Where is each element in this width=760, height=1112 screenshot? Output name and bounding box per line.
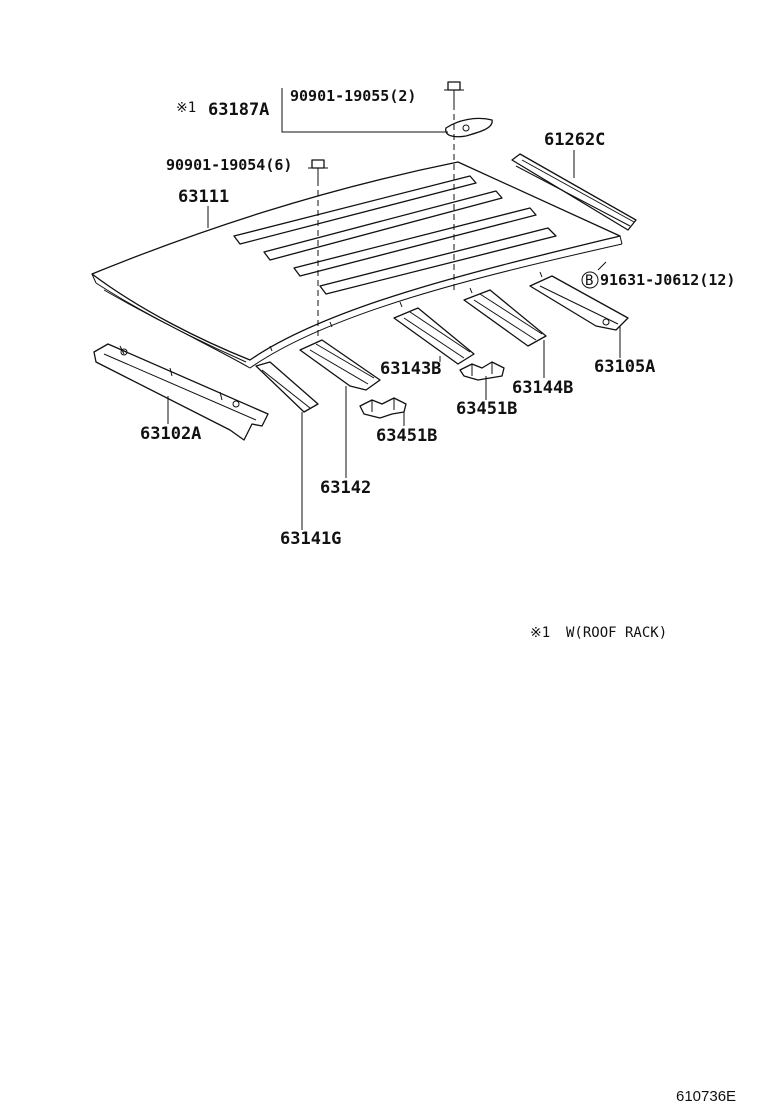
roof-bow-63143b — [393, 307, 475, 365]
label-63141g: 63141G — [280, 529, 341, 549]
label-63451b-right: 63451B — [456, 399, 517, 419]
label-63144b: 63144B — [512, 378, 573, 398]
bolt-90901-19054-icon — [308, 159, 328, 180]
roof-bow-63141g — [255, 361, 319, 413]
footnote-text: W(ROOF RACK) — [566, 625, 667, 641]
front-header-63102a — [93, 343, 269, 441]
mark-1-label: ※1 — [176, 100, 196, 116]
label-63187a: 63187A — [208, 100, 269, 120]
bolt-90901-19055-icon — [444, 81, 464, 104]
drawing-code: 610736E — [676, 1088, 736, 1105]
label-63111: 63111 — [178, 187, 229, 207]
label-91631-j0612: 91631-J0612(12) — [600, 271, 735, 289]
roof-bow-63144b — [463, 289, 547, 347]
leader-lines — [167, 88, 621, 530]
b-mark-icon — [581, 271, 599, 289]
bracket-63451b-left — [359, 397, 407, 419]
side-rail-61262c — [511, 153, 637, 231]
label-61262c: 61262C — [544, 130, 605, 150]
bracket-63451b-right — [459, 361, 505, 381]
label-63143b: 63143B — [380, 359, 441, 379]
rear-header-63105a — [529, 275, 629, 331]
label-90901-19055: 90901-19055(2) — [290, 87, 416, 105]
label-63105a: 63105A — [594, 357, 655, 377]
label-63451b-left: 63451B — [376, 426, 437, 446]
footnote-mark: ※1 — [530, 625, 550, 641]
label-63102a: 63102A — [140, 424, 201, 444]
label-90901-19054: 90901-19054(6) — [166, 156, 292, 174]
roof-panel — [91, 161, 623, 369]
b-mark-label: B — [585, 273, 593, 289]
roof-rack-clip-icon — [445, 117, 493, 138]
roof-bow-63142 — [299, 339, 381, 391]
label-63142: 63142 — [320, 478, 371, 498]
